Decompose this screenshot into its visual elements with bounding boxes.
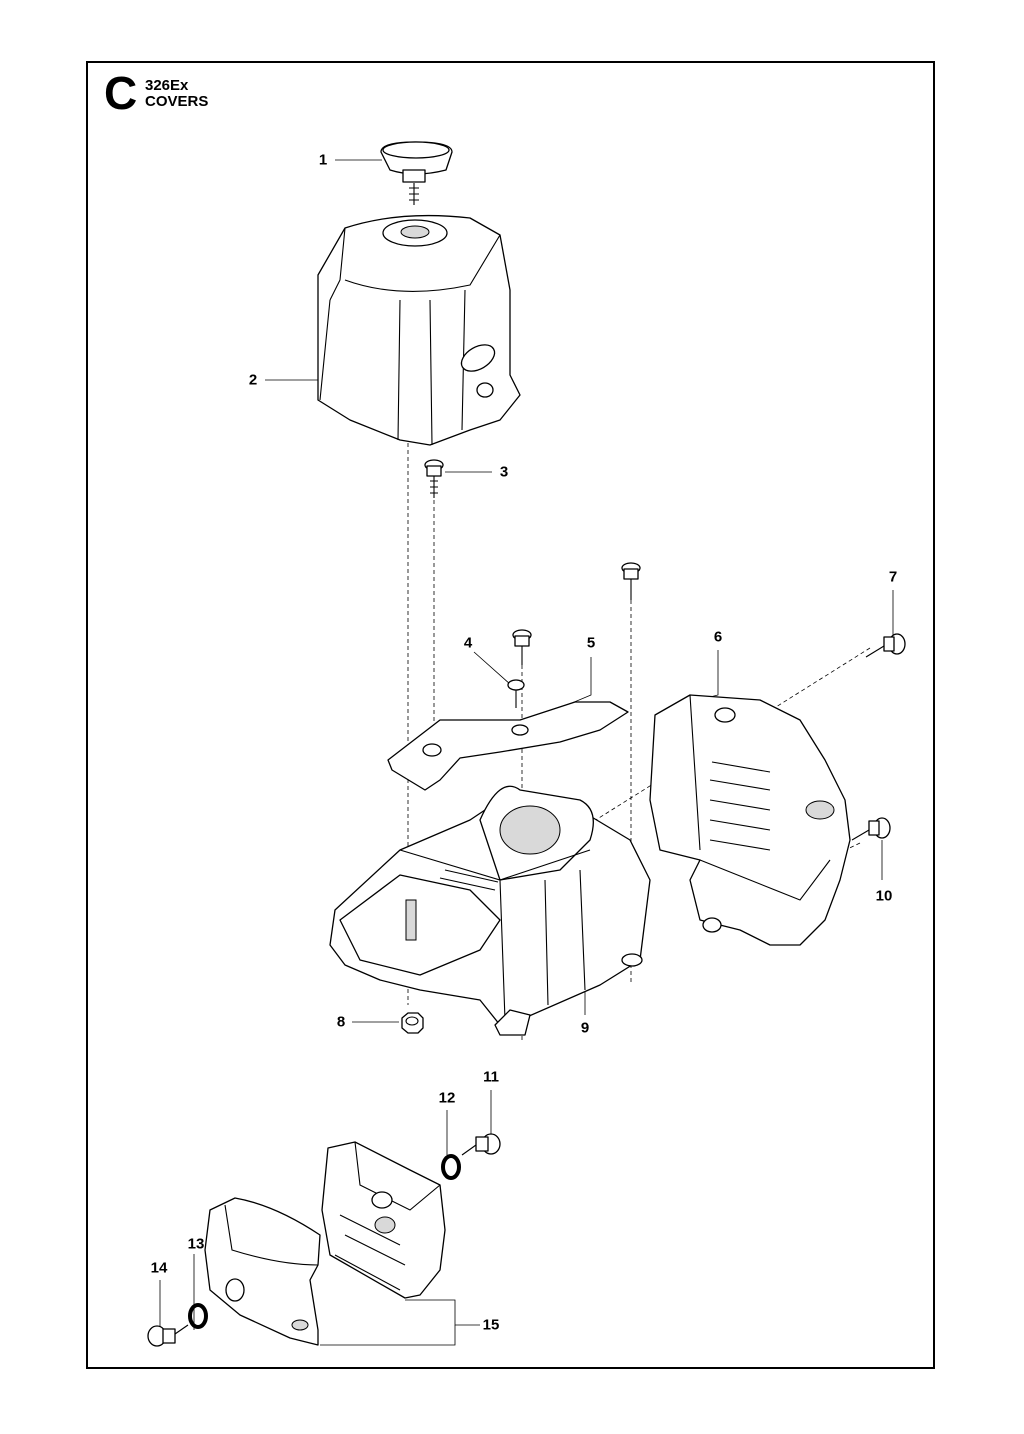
part-6-cylinder-cover bbox=[649, 694, 851, 946]
part-3-screw bbox=[424, 459, 444, 498]
callout-3: 3 bbox=[499, 463, 509, 481]
part-13-o-ring bbox=[188, 1303, 208, 1329]
callout-12: 12 bbox=[438, 1089, 456, 1107]
callout-15: 15 bbox=[482, 1316, 500, 1334]
callout-7: 7 bbox=[888, 568, 898, 586]
diagram-frame bbox=[86, 61, 935, 1369]
model-name: 326Ex bbox=[145, 77, 189, 94]
part-10-screw bbox=[851, 817, 891, 841]
callout-8: 8 bbox=[336, 1013, 346, 1031]
part-9-main-cover bbox=[329, 785, 651, 1036]
part-1-knob bbox=[380, 141, 453, 205]
part-12-o-ring bbox=[441, 1154, 461, 1180]
callout-10: 10 bbox=[875, 887, 893, 905]
callout-9: 9 bbox=[580, 1019, 590, 1037]
part-7-screw bbox=[865, 633, 906, 658]
part-8-nut bbox=[401, 1012, 424, 1034]
callout-2: 2 bbox=[248, 371, 258, 389]
callout-5: 5 bbox=[586, 634, 596, 652]
callout-1: 1 bbox=[318, 151, 328, 169]
part-5-handle-plate bbox=[387, 701, 629, 791]
page-title: COVERS bbox=[145, 93, 209, 110]
callout-13: 13 bbox=[187, 1235, 205, 1253]
callout-14: 14 bbox=[150, 1259, 168, 1277]
callout-6: 6 bbox=[713, 628, 723, 646]
part-15-cover-outer bbox=[204, 1197, 321, 1346]
part-2-top-cover bbox=[317, 214, 521, 446]
section-letter: C bbox=[104, 67, 138, 119]
callout-11: 11 bbox=[483, 1068, 499, 1086]
part-15-cover-inner bbox=[321, 1141, 446, 1299]
part-14-screw bbox=[147, 1324, 189, 1347]
part-11-screw bbox=[461, 1133, 501, 1156]
callout-4: 4 bbox=[463, 634, 473, 652]
